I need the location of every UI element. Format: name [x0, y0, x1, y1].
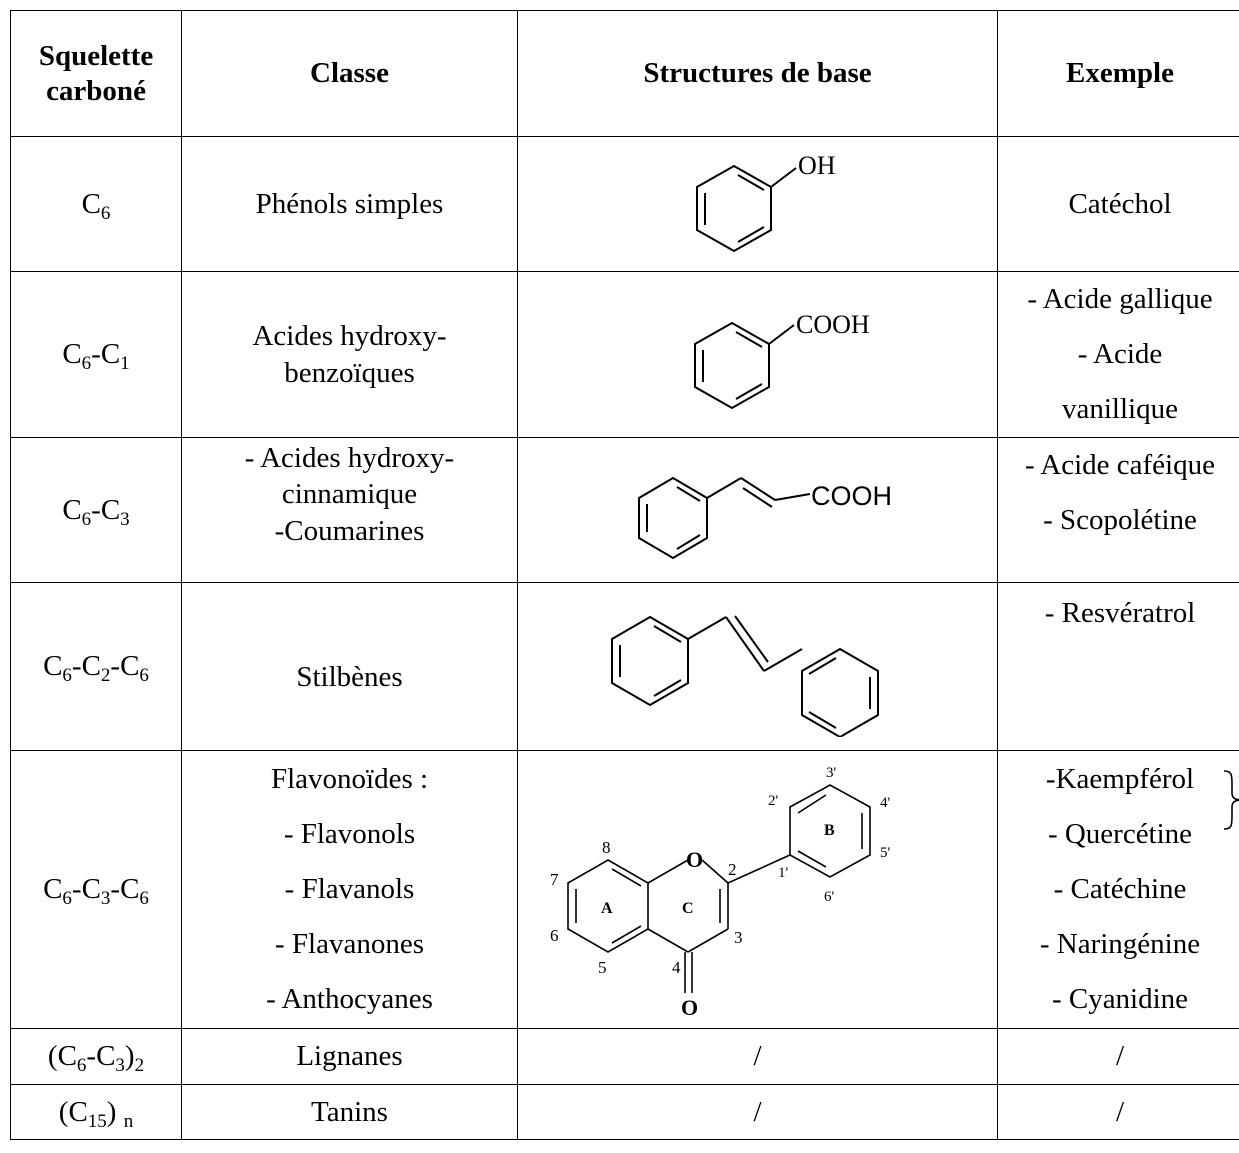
- atom-3: 3: [734, 928, 743, 947]
- structure-cell: COOH: [517, 437, 998, 583]
- atom-3p: 3': [826, 765, 837, 781]
- atom-4: 4: [672, 958, 681, 977]
- atom-4p: 4': [880, 795, 891, 811]
- atom-5p: 5': [880, 845, 891, 861]
- benzoic-acid-structure: COOH: [693, 310, 870, 409]
- phenol-structure: OH: [695, 151, 836, 253]
- skeleton-cell: (C6-C3)2: [10, 1028, 182, 1085]
- atom-5: 5: [598, 958, 607, 977]
- atom-6: 6: [550, 926, 559, 945]
- atom-8: 8: [602, 838, 611, 857]
- exemple-cell: - Resvératrol: [997, 582, 1239, 751]
- structure-cell: [517, 582, 998, 751]
- table-row: C6-C1 Acides hydroxy-benzoïques COOH - A…: [10, 271, 1239, 438]
- header-row: Squelette carboné Classe Structures de b…: [10, 10, 1239, 137]
- table-row: (C6-C3)2 Lignanes / /: [10, 1028, 1239, 1085]
- exemple-cell: - Acide caféique- Scopolétine: [997, 437, 1239, 583]
- header-structures: Structures de base: [517, 10, 998, 137]
- exemple-cell: -Kaempférol - Quercétine - Catéchine - N…: [997, 750, 1239, 1029]
- structure-cell: /: [517, 1028, 998, 1085]
- skeleton-cell: C6-C1: [10, 271, 182, 438]
- structure-cell: /: [517, 1084, 998, 1140]
- atom-7: 7: [550, 870, 559, 889]
- ring-b-label: B: [824, 822, 835, 839]
- structure-cell: O O A C B 2 3 4 5 6 7 8 1' 2' 3' 4' 5': [517, 750, 998, 1029]
- cinnamic-acid-structure: COOH: [637, 476, 892, 560]
- ring-a-label: A: [601, 900, 613, 917]
- exemple-cell: /: [997, 1028, 1239, 1085]
- stilbene-structure: [610, 614, 879, 737]
- skeleton-cell: C6: [10, 136, 182, 272]
- classe-cell: - Acides hydroxy-cinnamique-Coumarines: [181, 437, 518, 583]
- oh-label: OH: [798, 151, 836, 180]
- flavone-structure: O O A C B 2 3 4 5 6 7 8 1' 2' 3' 4' 5': [550, 765, 891, 1020]
- exemple-cell: Catéchol: [997, 136, 1239, 272]
- atom-2: 2: [728, 860, 737, 879]
- classe-cell: Stilbènes: [181, 582, 518, 751]
- brace-icon: [1223, 770, 1239, 830]
- classe-cell: Tanins: [181, 1084, 518, 1140]
- keto-oxygen: O: [681, 995, 698, 1020]
- exemple-cell: /: [997, 1084, 1239, 1140]
- classe-cell: Acides hydroxy-benzoïques: [181, 271, 518, 438]
- atom-2p: 2': [768, 793, 779, 809]
- header-skeleton: Squelette carboné: [10, 10, 182, 137]
- skeleton-cell: (C15) n: [10, 1084, 182, 1140]
- cooh-label: COOH: [811, 481, 892, 511]
- classe-cell: Lignanes: [181, 1028, 518, 1085]
- skeleton-cell: C6-C2-C6: [10, 582, 182, 751]
- header-exemple: Exemple: [997, 10, 1239, 137]
- atom-6p: 6': [824, 889, 835, 905]
- phenolic-classes-table: Squelette carboné Classe Structures de b…: [10, 10, 1239, 1140]
- table-row: (C15) n Tanins / /: [10, 1084, 1239, 1140]
- structure-cell: OH: [517, 136, 998, 272]
- atom-1p: 1': [778, 865, 789, 881]
- table-row: C6-C2-C6 Stilbènes: [10, 582, 1239, 751]
- structure-cell: COOH: [517, 271, 998, 438]
- skeleton-cell: C6-C3-C6: [10, 750, 182, 1029]
- ring-oxygen: O: [686, 847, 703, 872]
- skeleton-cell: C6-C3: [10, 437, 182, 583]
- cooh-label: COOH: [796, 310, 870, 339]
- ring-c-label: C: [682, 900, 694, 917]
- classe-cell: Phénols simples: [181, 136, 518, 272]
- table-row: C6 Phénols simples OH Catéchol: [10, 136, 1239, 272]
- table-row: C6-C3-C6 Flavonoïdes :- Flavonols- Flava…: [10, 750, 1239, 1029]
- header-classe: Classe: [181, 10, 518, 137]
- classe-cell: Flavonoïdes :- Flavonols- Flavanols- Fla…: [181, 750, 518, 1029]
- table-row: C6-C3 - Acides hydroxy-cinnamique-Coumar…: [10, 437, 1239, 583]
